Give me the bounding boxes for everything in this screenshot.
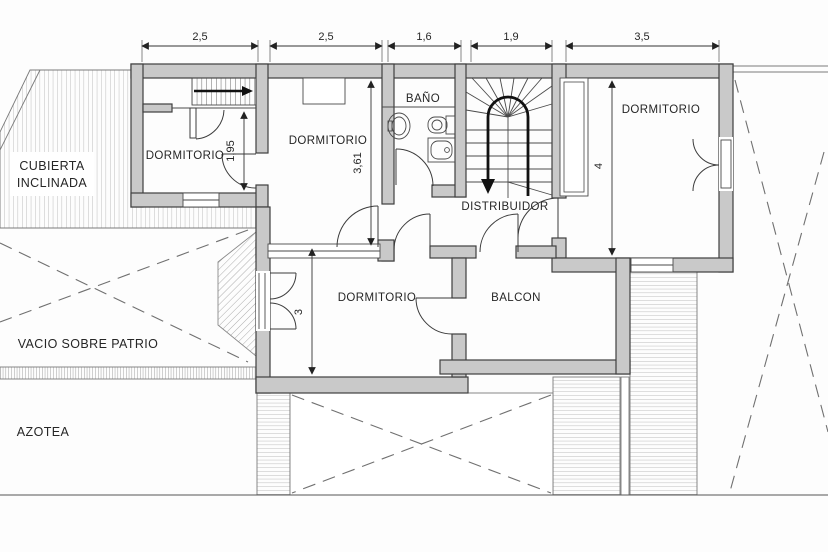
- vacio-label: VACIO SOBRE PATRIO: [18, 337, 159, 351]
- dim-top-1: 2,5: [192, 31, 207, 43]
- stair-run-arrowhead-icon: [481, 179, 495, 194]
- dim-top-3: 1,6: [416, 31, 431, 43]
- closet-mid-dorm: [302, 77, 346, 105]
- dim-dorm-mid: 3,61: [352, 152, 364, 173]
- dim-top-4: 1,9: [503, 31, 518, 43]
- cubierta-label-line1: CUBIERTA: [19, 159, 85, 173]
- door-dorm-to-balcon: [415, 297, 453, 335]
- dim-dorm-right: 4: [593, 163, 605, 169]
- lower-roof-strips: [256, 271, 698, 496]
- door-right-dorm: [517, 197, 559, 239]
- dim-dorm-small: 1,95: [225, 140, 237, 161]
- room-label-dormitorio-mid: DORMITORIO: [289, 135, 368, 147]
- parapet-band: [0, 366, 257, 380]
- sink-icon: [387, 112, 411, 140]
- door-mid-dorm: [336, 205, 379, 248]
- dimension-vertical: 1,95 3,61 4 3: [225, 80, 616, 375]
- cubierta-label-line2: INCLINADA: [17, 176, 88, 190]
- room-label-bano: BAÑO: [406, 92, 440, 105]
- right-void-region: [728, 65, 828, 496]
- stair-run-arrow: [486, 95, 530, 196]
- door-bano: [395, 148, 434, 187]
- wardrobe-right-dorm: [559, 77, 589, 197]
- staircase-main: [465, 77, 553, 198]
- cubierta-inclinada-region: CUBIERTA INCLINADA: [0, 69, 257, 229]
- room-label-balcon: BALCON: [491, 292, 541, 304]
- window-small-dorm: [182, 192, 220, 208]
- windows: [182, 137, 733, 331]
- room-label-dormitorio-bottom: DORMITORIO: [338, 292, 417, 304]
- room-label-dormitorio-small: DORMITORIO: [146, 150, 225, 162]
- door-balcon: [479, 213, 519, 253]
- door-small-dorm-entry: [172, 107, 256, 140]
- bay-roof-hatch: [217, 231, 257, 357]
- bathtub-icon: [427, 137, 456, 163]
- azotea-label: AZOTEA: [17, 425, 70, 439]
- dim-top-2: 2,5: [318, 31, 333, 43]
- toilet-icon: [427, 115, 456, 135]
- vacio-sobre-patio-region: VACIO SOBRE PATRIO: [0, 229, 249, 363]
- dim-top-5: 3,5: [634, 31, 649, 43]
- dimension-top: 2,5 2,5 1,6 1,9 3,5: [141, 31, 720, 62]
- cubierta-label-box: [10, 152, 94, 196]
- lower-roof-x-rect: [289, 392, 554, 496]
- french-door-bottom-dorm: [256, 271, 297, 331]
- dim-dorm-bottom: 3: [293, 309, 305, 315]
- doors: [172, 107, 559, 335]
- window-right-dorm-side: [692, 137, 733, 192]
- door-bottom-dorm: [393, 213, 431, 251]
- door-small-mid: [221, 153, 257, 189]
- bathroom-fixtures: [382, 106, 456, 163]
- window-right-dorm-bottom: [630, 257, 674, 273]
- staircase-upper: [191, 77, 257, 106]
- room-label-dormitorio-right: DORMITORIO: [622, 104, 701, 116]
- room-labels: DORMITORIO DORMITORIO BAÑO DORMITORIO DI…: [146, 92, 701, 304]
- window-bottom-dorm-top: [267, 243, 381, 259]
- room-label-distribuidor: DISTRIBUIDOR: [461, 201, 548, 213]
- stair-direction-arrow-icon: [242, 86, 253, 96]
